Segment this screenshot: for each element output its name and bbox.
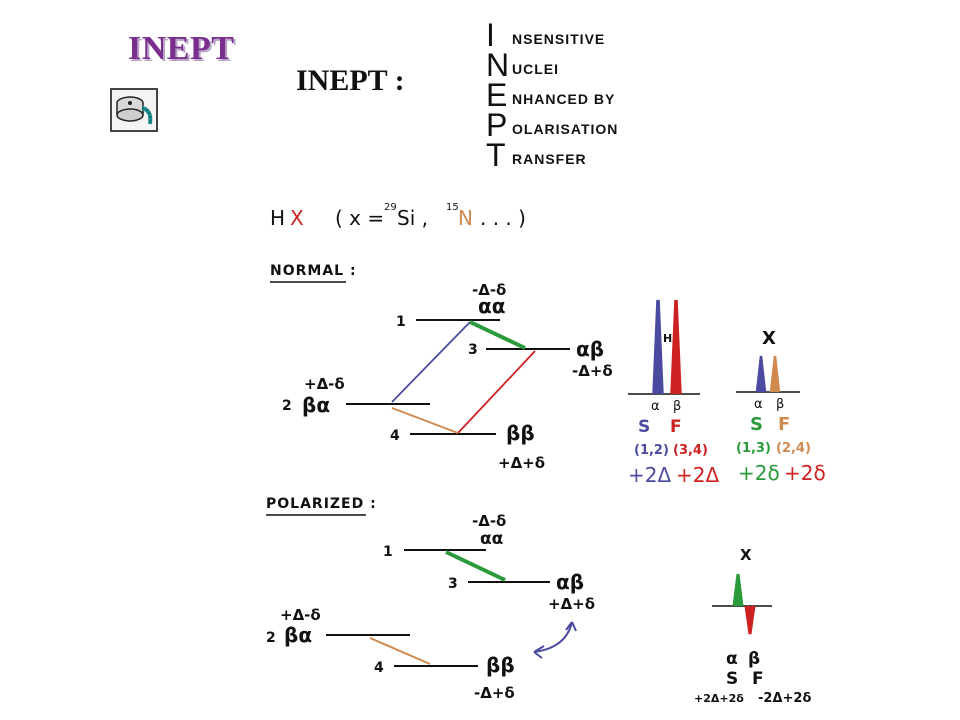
polarized-heading: POLARIZED :: [266, 496, 377, 512]
pol-level-4-energy: -Δ+δ: [474, 684, 515, 702]
pol-level-3-energy: +Δ+δ: [548, 595, 595, 613]
system-n: N: [458, 206, 473, 230]
x-intensity-s: +2δ: [738, 461, 780, 485]
polarized-energy-diagram: 1 -Δ-δ αα 3 αβ +Δ+δ 2 +Δ-δ βα 4 ββ -Δ+δ: [266, 512, 595, 702]
acronym-row: P OLARISATION: [486, 107, 666, 143]
pol-level-2-num: 2: [266, 630, 276, 646]
pol-level-4-spin: ββ: [486, 653, 515, 677]
pol-peak-beta: [744, 605, 756, 635]
system-n-mass: 15: [446, 202, 459, 213]
h-spectrum-label: H: [663, 332, 672, 345]
acronym-row: T RANSFER: [486, 137, 666, 173]
normal-transition-13: [469, 320, 526, 350]
x-peak-alpha: [755, 355, 767, 393]
x-spectrum-label: X: [762, 328, 776, 349]
acronym-heading: INEPT :: [296, 64, 405, 97]
normal-h-spectrum: H α β S F (1,2) (3,4) +2Δ +2Δ: [628, 299, 719, 487]
x-pair-s: (1,3): [736, 441, 771, 456]
pol-intensity-f: -2Δ+2δ: [758, 691, 811, 706]
system-si: Si ,: [397, 206, 428, 230]
normal-energy-diagram: 1 -Δ-δ αα 3 αβ -Δ+δ 2 +Δ-δ βα 4 ββ +Δ+δ: [282, 281, 613, 472]
h-f-label: F: [670, 417, 682, 437]
x-peak-alpha-label: α: [754, 397, 763, 412]
h-pair-s: (1,2): [634, 443, 669, 458]
normal-level-4-energy: +Δ+δ: [498, 454, 545, 472]
pol-level-1-energy: -Δ-δ: [472, 512, 506, 530]
pol-level-3-spin: αβ: [556, 570, 584, 594]
h-peak-beta-label: β: [673, 399, 681, 414]
x-peak-beta-label: β: [776, 397, 784, 412]
x-intensity-f: +2δ: [784, 461, 826, 485]
pol-transition-13: [445, 550, 506, 582]
h-intensity-f: +2Δ: [676, 463, 719, 487]
normal-transition-12: [391, 321, 471, 403]
pol-peak-beta-label: β: [748, 649, 760, 669]
normal-heading: NORMAL :: [270, 263, 357, 279]
film-reel-icon[interactable]: [110, 88, 158, 132]
pol-s-label: S: [726, 669, 738, 689]
h-peak-alpha: [652, 299, 664, 395]
system-x: X: [290, 206, 304, 230]
acronym-letter: E: [486, 77, 508, 113]
pol-level-2-spin: βα: [284, 623, 312, 647]
h-peak-alpha-label: α: [651, 399, 660, 414]
system-close: . . . ): [480, 206, 526, 230]
acronym-word: NSENSITIVE: [512, 31, 606, 47]
x-pair-f: (2,4): [776, 441, 811, 456]
pol-peak-alpha-label: α: [726, 649, 738, 669]
acronym-word: RANSFER: [512, 151, 587, 167]
normal-level-3-spin: αβ: [576, 337, 604, 361]
acronym-letter: I: [486, 17, 495, 53]
normal-level-2-spin: βα: [302, 393, 330, 417]
spin-system: H X ( x = 29 Si , 15 N . . . ): [270, 202, 526, 230]
normal-level-3-energy: -Δ+δ: [572, 362, 613, 380]
normal-level-1-spin: αα: [478, 294, 505, 318]
pol-level-3-num: 3: [448, 576, 458, 592]
acronym-row: I NSENSITIVE: [486, 17, 666, 53]
normal-level-2-energy: +Δ-δ: [304, 375, 345, 393]
pol-transition-24: [369, 637, 431, 665]
x-s-label: S: [750, 414, 763, 435]
pol-f-label: F: [752, 669, 764, 689]
pol-intensity-s: +2Δ+2δ: [694, 692, 744, 705]
acronym-row: E NHANCED BY: [486, 77, 666, 113]
normal-level-4-num: 4: [390, 428, 400, 444]
acronym-letter: P: [486, 107, 508, 143]
normal-level-4-spin: ββ: [506, 421, 535, 445]
pol-level-1-spin: αα: [480, 529, 503, 549]
polarized-x-spectrum: X α β S F +2Δ+2δ -2Δ+2δ: [694, 546, 811, 706]
acronym-row: N UCLEI: [486, 47, 666, 83]
normal-level-1-energy: -Δ-δ: [472, 281, 506, 299]
normal-x-spectrum: X α β S F (1,3) (2,4) +2δ +2δ: [736, 328, 826, 485]
system-open: ( x =: [335, 206, 384, 230]
pol-level-4-num: 4: [374, 660, 384, 676]
normal-level-2-num: 2: [282, 398, 292, 414]
system-si-mass: 29: [384, 202, 397, 213]
h-peak-beta: [670, 299, 682, 395]
acronym-letter: T: [486, 137, 506, 173]
x-peak-beta: [769, 355, 781, 393]
system-h: H: [270, 206, 285, 230]
normal-transition-24: [391, 407, 459, 434]
acronym-letter: N: [486, 47, 510, 83]
x-f-label: F: [778, 414, 790, 435]
pol-x-label: X: [740, 546, 752, 564]
pol-peak-alpha: [732, 573, 744, 607]
pol-level-2-energy: +Δ-δ: [280, 606, 321, 624]
normal-level-3-num: 3: [468, 342, 478, 358]
page-title: INEPT: [128, 30, 235, 67]
pol-level-1-num: 1: [383, 544, 393, 560]
normal-level-1-num: 1: [396, 314, 406, 330]
h-intensity-s: +2Δ: [628, 463, 671, 487]
h-s-label: S: [638, 417, 650, 437]
pol-transfer-arrow: [533, 621, 573, 653]
normal-transition-34: [457, 350, 536, 434]
h-pair-f: (3,4): [673, 443, 708, 458]
acronym-word: UCLEI: [512, 61, 559, 77]
acronym-word: NHANCED BY: [512, 91, 616, 107]
acronym-list: I NSENSITIVE N UCLEI E NHANCED BY P OLAR…: [486, 17, 666, 173]
acronym-word: OLARISATION: [512, 121, 619, 137]
